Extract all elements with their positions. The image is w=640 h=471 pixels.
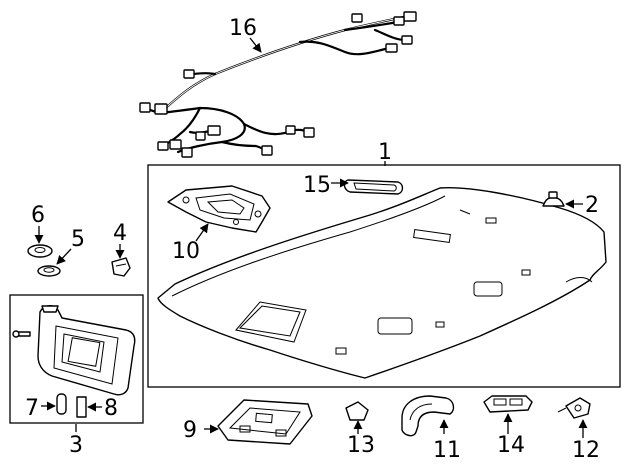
- overhead-console: [217, 399, 313, 445]
- sunvisor: [12, 305, 136, 396]
- callout-8: 8: [104, 396, 118, 421]
- wiring-harness: [139, 11, 417, 158]
- visor-clip: [76, 396, 87, 418]
- callout-16: 16: [229, 16, 257, 41]
- hook-clip: [111, 257, 131, 277]
- retainer-clip: [542, 191, 565, 207]
- visor-rod: [56, 393, 67, 415]
- callout-12: 12: [572, 438, 600, 463]
- headliner-group-box: [147, 164, 621, 388]
- grab-handle: [401, 395, 455, 437]
- callout-14: 14: [497, 433, 525, 458]
- callout-6: 6: [31, 203, 45, 228]
- callout-11: 11: [433, 438, 461, 463]
- callout-4: 4: [113, 221, 127, 246]
- leader-10: [195, 223, 209, 242]
- small-cover: [345, 401, 369, 421]
- callout-9: 9: [183, 418, 197, 443]
- washer-part: [27, 244, 53, 258]
- small-bracket: [557, 397, 591, 419]
- sunvisor-group-box: [9, 294, 144, 424]
- dome-lamp-lens: [343, 179, 404, 195]
- callout-13: 13: [347, 433, 375, 458]
- callout-15: 15: [303, 173, 331, 198]
- callout-7: 7: [25, 396, 39, 421]
- cap-part: [37, 265, 61, 277]
- console-bracket: [167, 185, 271, 233]
- callout-10: 10: [172, 239, 200, 264]
- callout-1: 1: [378, 140, 392, 165]
- headliner-panel: [157, 187, 607, 379]
- callout-5: 5: [71, 227, 85, 252]
- callout-3: 3: [69, 433, 83, 458]
- callout-2: 2: [585, 193, 599, 218]
- leader-16: [249, 37, 262, 53]
- leader-5: [56, 248, 72, 265]
- lamp-assembly: [483, 395, 533, 413]
